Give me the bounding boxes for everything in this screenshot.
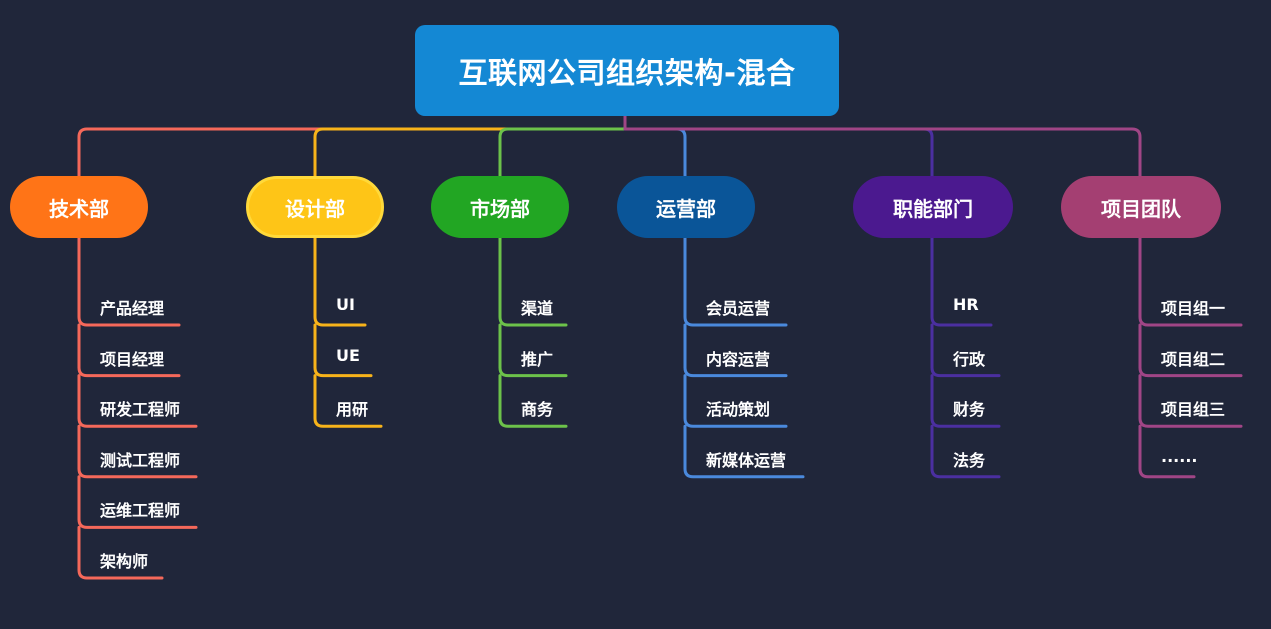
sub-item[interactable]: 渠道	[521, 299, 554, 318]
dept-label: 项目团队	[1101, 196, 1181, 221]
sub-item[interactable]: 商务	[521, 400, 554, 420]
branch-line-functions	[930, 424, 1001, 479]
bus-line-design	[313, 127, 627, 178]
branch-line-design	[313, 323, 373, 378]
sub-item[interactable]: 研发工程师	[100, 400, 181, 420]
sub-item[interactable]: 项目组一	[1161, 299, 1226, 318]
branch-line-projects	[1138, 424, 1196, 479]
bus-line-marketing	[498, 127, 627, 178]
sub-item[interactable]: 新媒体运营	[706, 450, 787, 470]
dept-label: 设计部	[285, 196, 345, 221]
branch-line-marketing	[498, 374, 568, 428]
sub-item[interactable]: 内容运营	[706, 349, 771, 369]
branch-line-projects	[1138, 374, 1243, 428]
dept-node-tech[interactable]: 技术部	[10, 176, 148, 238]
sub-item[interactable]: 活动策划	[706, 400, 771, 420]
sub-item[interactable]: 财务	[953, 400, 986, 420]
branch-line-functions	[930, 374, 1001, 428]
branch-line-functions	[930, 323, 1001, 378]
dept-label: 运营部	[656, 196, 716, 221]
branch-line-tech	[77, 374, 198, 428]
sub-item[interactable]: 法务	[953, 450, 986, 470]
sub-item[interactable]: 会员运营	[706, 299, 771, 318]
branch-line-projects	[1138, 323, 1243, 378]
branch-line-marketing	[498, 236, 568, 327]
bus-line-tech	[77, 127, 627, 178]
dept-label: 职能部门	[893, 196, 973, 221]
branch-line-tech	[77, 525, 164, 580]
branch-line-marketing	[498, 323, 568, 378]
branch-line-tech	[77, 424, 198, 479]
sub-item[interactable]: 产品经理	[100, 299, 165, 318]
branch-line-operations	[683, 323, 788, 378]
branch-line-operations	[683, 236, 788, 327]
branch-line-tech	[77, 236, 181, 327]
branch-line-design	[313, 236, 367, 327]
bus-line-functions	[623, 127, 934, 178]
dept-node-projects[interactable]: 项目团队	[1061, 176, 1221, 238]
sub-item[interactable]: HR	[953, 295, 979, 314]
sub-item[interactable]: 项目经理	[100, 349, 165, 369]
sub-item[interactable]: UI	[336, 295, 355, 314]
branch-line-tech	[77, 323, 181, 378]
sub-item[interactable]: 项目组二	[1161, 349, 1226, 369]
dept-node-marketing[interactable]: 市场部	[431, 176, 569, 238]
dept-node-design[interactable]: 设计部	[246, 176, 384, 238]
branch-line-tech	[77, 475, 198, 529]
dept-node-functions[interactable]: 职能部门	[853, 176, 1013, 238]
root-title: 互联网公司组织架构-混合	[458, 55, 796, 90]
root-node[interactable]: 互联网公司组织架构-混合	[415, 25, 839, 116]
dept-label: 市场部	[470, 196, 530, 221]
branch-line-functions	[930, 236, 993, 327]
sub-item[interactable]: 架构师	[100, 552, 149, 571]
branch-line-design	[313, 374, 383, 428]
sub-item[interactable]: 项目组三	[1161, 400, 1226, 420]
sub-item[interactable]: 行政	[953, 349, 986, 369]
dept-label: 技术部	[49, 196, 109, 221]
sub-item[interactable]: 推广	[521, 349, 554, 369]
branch-line-operations	[683, 424, 805, 479]
sub-item[interactable]: 用研	[336, 400, 369, 420]
sub-item[interactable]: ......	[1161, 446, 1198, 466]
branch-line-projects	[1138, 236, 1243, 327]
sub-item[interactable]: 运维工程师	[100, 501, 181, 521]
sub-item[interactable]: UE	[336, 345, 360, 365]
bus-line-operations	[623, 127, 687, 178]
dept-node-operations[interactable]: 运营部	[617, 176, 755, 238]
sub-item[interactable]: 测试工程师	[100, 450, 181, 470]
bus-line-projects	[623, 127, 1142, 178]
branch-line-operations	[683, 374, 788, 428]
